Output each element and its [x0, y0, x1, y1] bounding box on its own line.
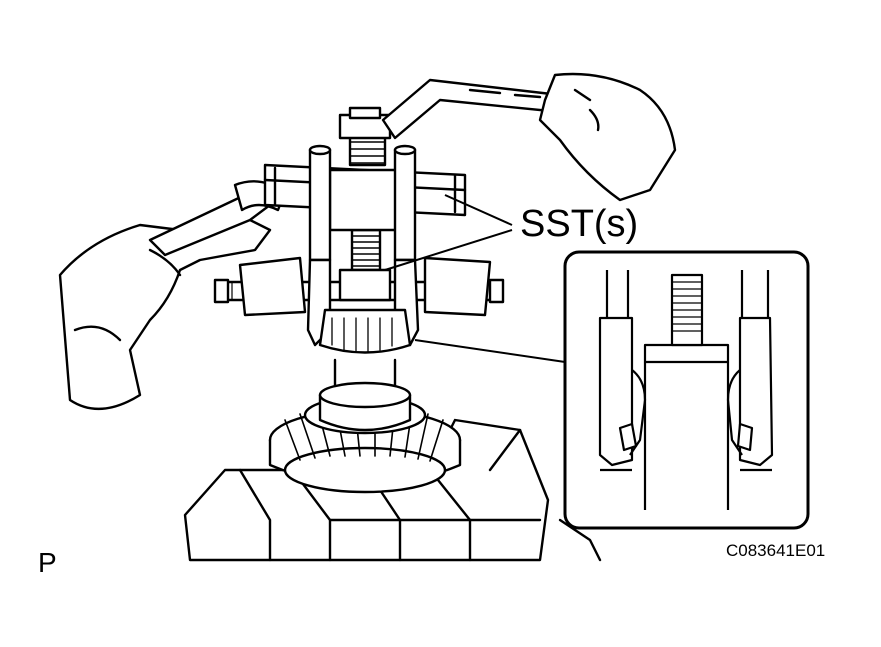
puller-body	[308, 144, 417, 262]
sst-callout-label: SST(s)	[520, 203, 638, 245]
view-marker: P	[38, 547, 57, 578]
detail-inset	[563, 250, 810, 530]
bearing-and-jaws	[306, 258, 420, 354]
pinion-carrier	[318, 358, 412, 432]
left-hand-wrench	[58, 180, 287, 411]
forcing-screw	[338, 106, 392, 272]
ring-gear	[268, 395, 462, 494]
clamp-bar	[213, 256, 505, 317]
right-hand-handle	[381, 72, 677, 202]
leader-lines	[384, 194, 566, 363]
figure-code: C083641E01	[726, 541, 825, 560]
